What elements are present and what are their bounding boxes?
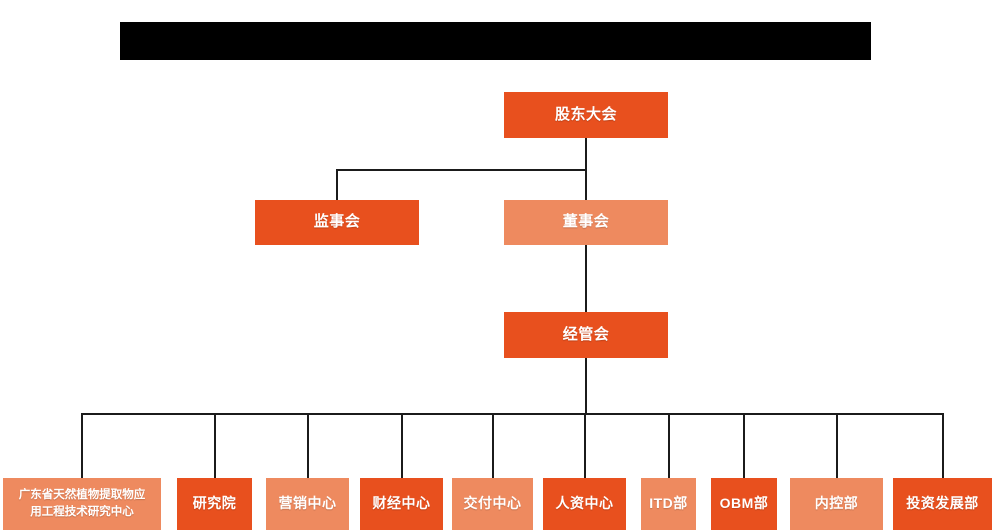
org-node-dept-07[interactable]: ITD部 <box>641 478 696 530</box>
org-node-shareholders[interactable]: 股东大会 <box>504 92 668 138</box>
org-node-management[interactable]: 经管会 <box>504 312 668 358</box>
org-node-label: 监事会 <box>313 213 361 231</box>
org-node-dept-02[interactable]: 研究院 <box>177 478 252 530</box>
connector-to-dept-09 <box>836 413 838 478</box>
org-node-label: 董事会 <box>562 213 610 231</box>
org-node-label: 交付中心 <box>463 495 522 512</box>
connector-directors-to-management <box>585 245 587 312</box>
connector-shareholders-down <box>585 138 587 169</box>
org-node-label: OBM部 <box>719 495 769 512</box>
org-node-label: 经管会 <box>562 325 610 343</box>
org-node-dept-01[interactable]: 广东省天然植物提取物应用工程技术研究中心 <box>3 478 161 530</box>
org-node-dept-03[interactable]: 营销中心 <box>266 478 349 530</box>
org-node-dept-05[interactable]: 交付中心 <box>452 478 533 530</box>
connector-to-dept-01 <box>81 413 83 478</box>
connector-to-dept-08 <box>743 413 745 478</box>
org-node-label-line: 用工程技术研究中心 <box>30 506 134 518</box>
org-node-dept-09[interactable]: 内控部 <box>790 478 883 530</box>
org-node-directors[interactable]: 董事会 <box>504 200 668 245</box>
org-node-label: 股东大会 <box>554 105 617 123</box>
org-node-label: 研究院 <box>192 495 237 512</box>
connector-to-dept-04 <box>401 413 403 478</box>
org-node-label-line: 广东省天然植物提取物应 <box>18 489 146 502</box>
org-node-dept-08[interactable]: OBM部 <box>711 478 777 530</box>
connector-to-directors <box>585 169 587 200</box>
org-node-label: 广东省天然植物提取物应用工程技术研究中心 <box>19 487 146 520</box>
connector-to-dept-03 <box>307 413 309 478</box>
connector-to-dept-06 <box>584 413 586 478</box>
connector-to-dept-05 <box>492 413 494 478</box>
connector-to-dept-02 <box>214 413 216 478</box>
connector-departments-bus <box>81 413 944 415</box>
connector-management-down <box>585 358 587 413</box>
connector-to-supervisors <box>336 169 338 200</box>
redacted-title-bar <box>120 22 871 60</box>
org-node-label: 人资中心 <box>555 495 614 512</box>
org-node-label: 内控部 <box>814 495 859 512</box>
org-node-supervisors[interactable]: 监事会 <box>255 200 419 245</box>
org-node-dept-04[interactable]: 财经中心 <box>360 478 443 530</box>
org-node-dept-06[interactable]: 人资中心 <box>543 478 626 530</box>
org-node-label: 财经中心 <box>372 495 431 512</box>
connector-level2-bus <box>336 169 587 171</box>
org-node-label: 营销中心 <box>278 495 337 512</box>
connector-to-dept-07 <box>668 413 670 478</box>
org-node-dept-10[interactable]: 投资发展部 <box>893 478 992 530</box>
org-node-label: 投资发展部 <box>906 495 979 512</box>
org-node-label: ITD部 <box>649 495 688 512</box>
connector-to-dept-10 <box>942 413 944 478</box>
